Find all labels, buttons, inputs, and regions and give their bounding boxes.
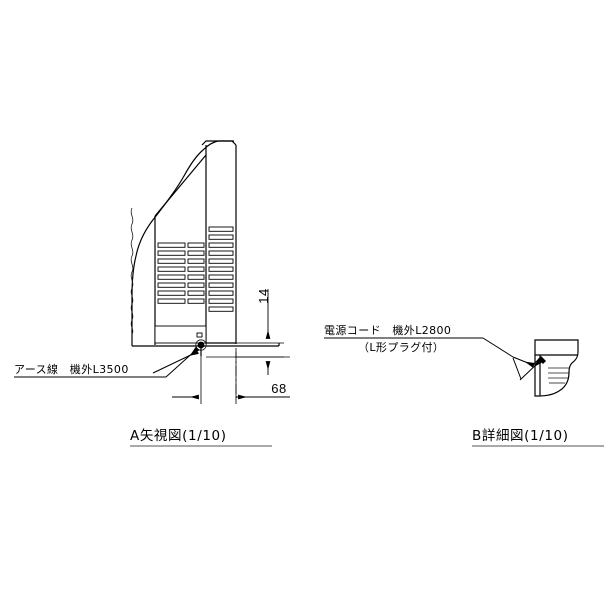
view-b-caption: B詳細図(1/10) — [472, 428, 569, 444]
earth-wire-annotation: アース線 機外L3500 — [14, 346, 200, 378]
power-cord-annotation: 電源コード 機外L2800 （L形プラグ付） — [324, 323, 543, 381]
view-a-geometry — [130, 140, 280, 356]
cord-leader-arm-3 — [512, 357, 522, 380]
dimension-14-group: 14 — [236, 288, 284, 375]
louver-column-right — [208, 226, 234, 312]
earth-leader-arm-2 — [152, 349, 200, 374]
cord-leader-diagonal — [482, 337, 514, 358]
break-line-wavy — [130, 207, 134, 335]
earth-leader-arm — [165, 346, 200, 378]
view-b-geometry — [533, 339, 579, 397]
caption-b-group: B詳細図(1/10) — [472, 428, 604, 447]
louver-column-left-1 — [157, 242, 186, 304]
cord-leader-arm-2 — [519, 358, 543, 381]
base-screw-detail — [196, 332, 203, 338]
cabinet-front-slant-edge — [154, 154, 207, 217]
dim68-label: 68 — [271, 381, 286, 396]
plug-outer-profile — [534, 339, 579, 397]
dim14-label: 14 — [256, 288, 271, 303]
dimension-68-group: 68 — [172, 350, 290, 404]
cord-leader-arm — [512, 356, 535, 368]
power-cord-label-line1: 電源コード 機外L2800 — [324, 323, 451, 337]
plug-rib-lines — [548, 367, 569, 384]
earth-terminal-node — [197, 341, 205, 349]
louver-column-left-2 — [187, 242, 205, 304]
view-a-caption: A矢視図(1/10) — [130, 428, 227, 444]
plug-cord-tip — [538, 356, 546, 364]
cabinet-base-band — [154, 325, 207, 344]
cabinet-top-cap — [201, 140, 237, 146]
caption-a-group: A矢視図(1/10) — [130, 428, 272, 447]
earth-wire-label: アース線 機外L3500 — [14, 362, 129, 376]
power-cord-label-line2: （L形プラグ付） — [358, 340, 444, 354]
